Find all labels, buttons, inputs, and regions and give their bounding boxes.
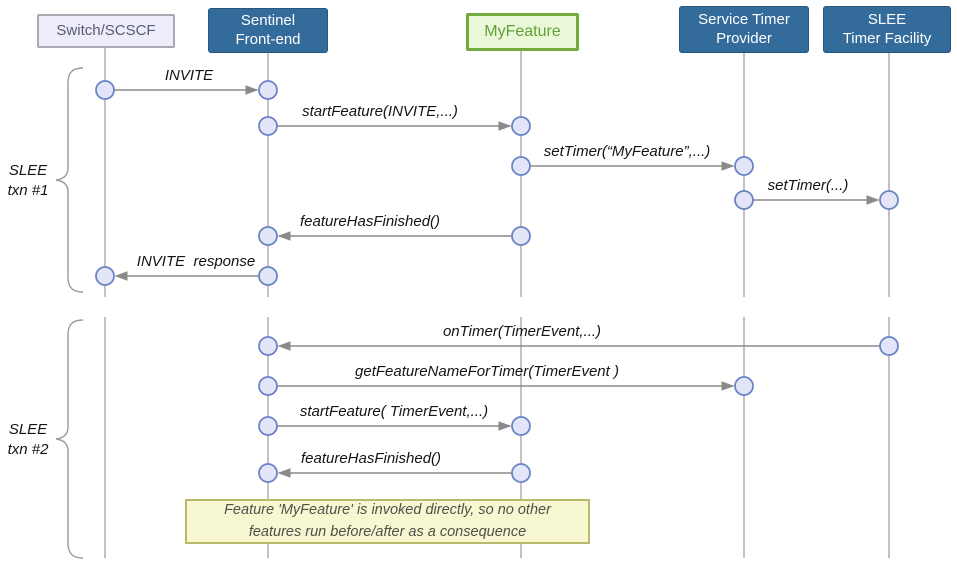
message-endpoint-circle <box>258 116 278 136</box>
message-label: startFeature(INVITE,...) <box>302 103 458 120</box>
group-label-line: txn #1 <box>7 182 49 199</box>
message-label: setTimer(“MyFeature”,...) <box>543 143 711 160</box>
actor-label-line: Provider <box>716 29 772 47</box>
message-arrowhead <box>114 271 128 281</box>
message-endpoint-circle <box>879 190 899 210</box>
actor-label-line: Switch/SCSCF <box>56 21 156 39</box>
actor-box-switch-scscf: Switch/SCSCF <box>37 14 175 48</box>
group-brace-slee-txn-2 <box>55 319 84 559</box>
message-arrowhead <box>721 161 735 171</box>
group-label-line: SLEE <box>8 420 48 438</box>
message-endpoint-circle <box>258 416 278 436</box>
message-label: onTimer(TimerEvent,...) <box>442 323 602 340</box>
group-label-line: txn #2 <box>7 441 49 458</box>
group-label-line: SLEE <box>8 161 48 179</box>
message-arrowhead <box>498 121 512 131</box>
message-arrowhead <box>721 381 735 391</box>
note-line-1: Feature 'MyFeature' is invoked directly,… <box>224 502 551 519</box>
message-arrowhead <box>866 195 880 205</box>
actor-label-line: Timer Facility <box>842 29 932 47</box>
group-brace-slee-txn-1 <box>55 67 84 293</box>
message-label: featureHasFinished() <box>300 450 442 467</box>
group-label-slee-txn-2: SLEE txn #2 <box>8 420 49 461</box>
message-arrowhead <box>498 421 512 431</box>
message-arrowhead <box>277 231 291 241</box>
message-endpoint-circle <box>95 266 115 286</box>
message-endpoint-circle <box>258 336 278 356</box>
message-endpoint-circle <box>258 376 278 396</box>
message-endpoint-circle <box>734 190 754 210</box>
message-label: INVITE response <box>136 253 256 270</box>
message-endpoint-circle <box>734 376 754 396</box>
group-label-slee-txn-1: SLEE txn #1 <box>8 161 49 202</box>
message-endpoint-circle <box>879 336 899 356</box>
note-line-2: features run before/after as a consequen… <box>248 523 527 540</box>
message-endpoint-circle <box>258 266 278 286</box>
message-arrowhead <box>277 341 291 351</box>
message-endpoint-circle <box>511 156 531 176</box>
message-endpoint-circle <box>511 116 531 136</box>
message-endpoint-circle <box>258 463 278 483</box>
message-endpoint-circle <box>511 463 531 483</box>
actor-label-line: Service Timer <box>698 11 790 29</box>
actor-label-line: MyFeature <box>484 23 561 41</box>
message-label: setTimer(...) <box>767 177 849 194</box>
message-label: startFeature( TimerEvent,...) <box>299 403 489 420</box>
message-endpoint-circle <box>511 416 531 436</box>
message-endpoint-circle <box>511 226 531 246</box>
message-arrowhead <box>245 85 259 95</box>
message-label: featureHasFinished() <box>299 213 441 230</box>
message-endpoint-circle <box>95 80 115 100</box>
message-endpoint-circle <box>734 156 754 176</box>
actor-box-myfeature: MyFeature <box>466 13 579 51</box>
message-label: getFeatureNameForTimer(TimerEvent ) <box>355 363 619 380</box>
actor-label-line: Sentinel <box>240 12 296 30</box>
note-box: Feature 'MyFeature' is invoked directly,… <box>185 499 590 544</box>
message-endpoint-circle <box>258 226 278 246</box>
actor-label-line: SLEE <box>867 11 907 29</box>
message-endpoint-circle <box>258 80 278 100</box>
message-arrowhead <box>277 468 291 478</box>
actor-label-line: Front-end <box>235 30 301 48</box>
message-label: INVITE <box>164 67 214 84</box>
